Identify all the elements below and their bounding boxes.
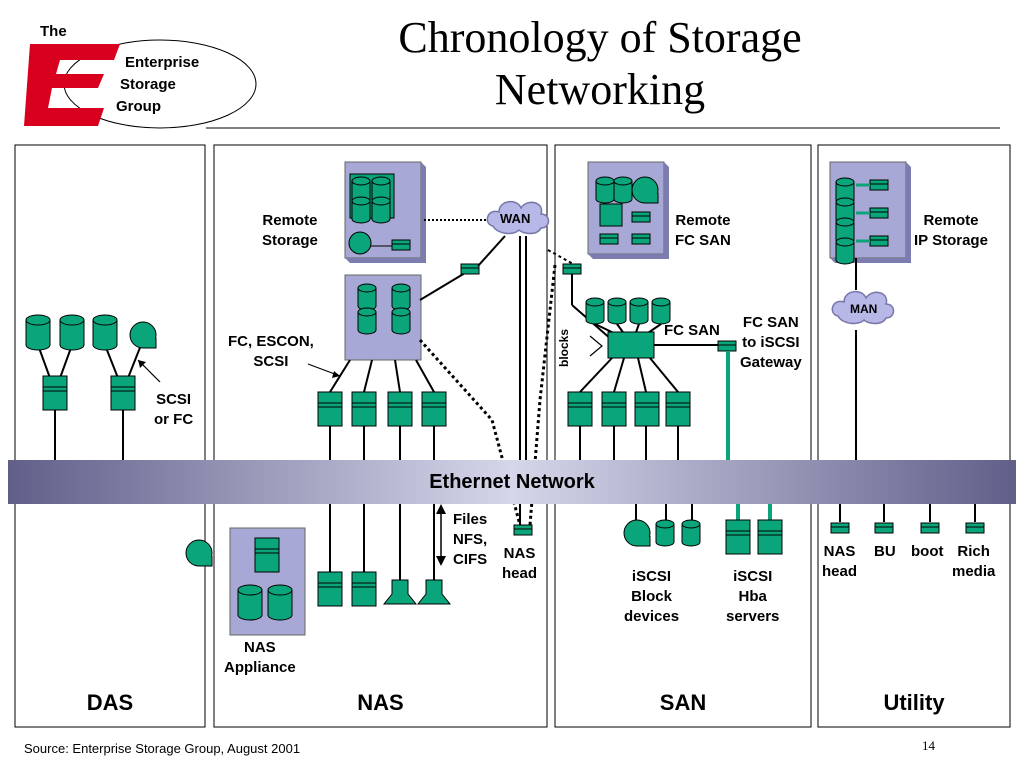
- column-das: DAS: [86, 690, 134, 715]
- label-rich-media: Rich media: [952, 543, 996, 580]
- label-files: Files NFS, CIFS: [453, 511, 488, 568]
- utility-devices: [829, 161, 985, 534]
- label-remote-fc-san: Remote FC SAN: [675, 212, 731, 249]
- label-fc-san: FC SAN: [664, 322, 720, 339]
- source-footer: Source: Enterprise Storage Group, August…: [24, 741, 301, 756]
- label-remote-storage: Remote Storage: [262, 212, 318, 249]
- logo-enterprise: Enterprise: [125, 54, 200, 71]
- label-scsi-or-fc: SCSI or FC: [154, 391, 194, 428]
- esg-logo: [24, 39, 257, 129]
- label-fc-escon-scsi: FC, ESCON, SCSI: [228, 333, 314, 370]
- label-iscsi-block: iSCSI Block devices: [624, 568, 680, 625]
- column-utility: Utility: [883, 690, 945, 715]
- man-label: MAN: [850, 302, 878, 316]
- san-devices: [562, 161, 783, 555]
- label-nas-head: NAS head: [502, 545, 538, 582]
- logo-the: The: [40, 23, 67, 40]
- label-boot: boot: [911, 543, 944, 560]
- label-remote-ip-storage: Remote IP Storage: [914, 212, 988, 249]
- column-nas: NAS: [357, 690, 404, 715]
- das-devices: [25, 314, 161, 462]
- label-bu: BU: [874, 543, 896, 560]
- logo-group: Group: [116, 98, 161, 115]
- ethernet-network-label: Ethernet Network: [429, 471, 595, 493]
- ethernet-bar: [8, 460, 1016, 504]
- page-number: 14: [922, 738, 935, 753]
- nas-devices: [185, 161, 557, 636]
- logo-storage: Storage: [120, 76, 176, 93]
- label-blocks: blocks: [557, 328, 572, 368]
- label-iscsi-hba: iSCSI Hba servers: [726, 568, 780, 625]
- label-nas-appliance: NAS Appliance: [224, 639, 296, 676]
- page-title: Chronology of Storage Networking: [398, 13, 802, 114]
- label-util-nas-head: NAS head: [822, 543, 858, 580]
- das-frame: [14, 144, 206, 728]
- column-san: SAN: [659, 690, 707, 715]
- label-fc-san-gateway: FC SAN to iSCSI Gateway: [740, 314, 802, 371]
- wan-label: WAN: [500, 211, 531, 226]
